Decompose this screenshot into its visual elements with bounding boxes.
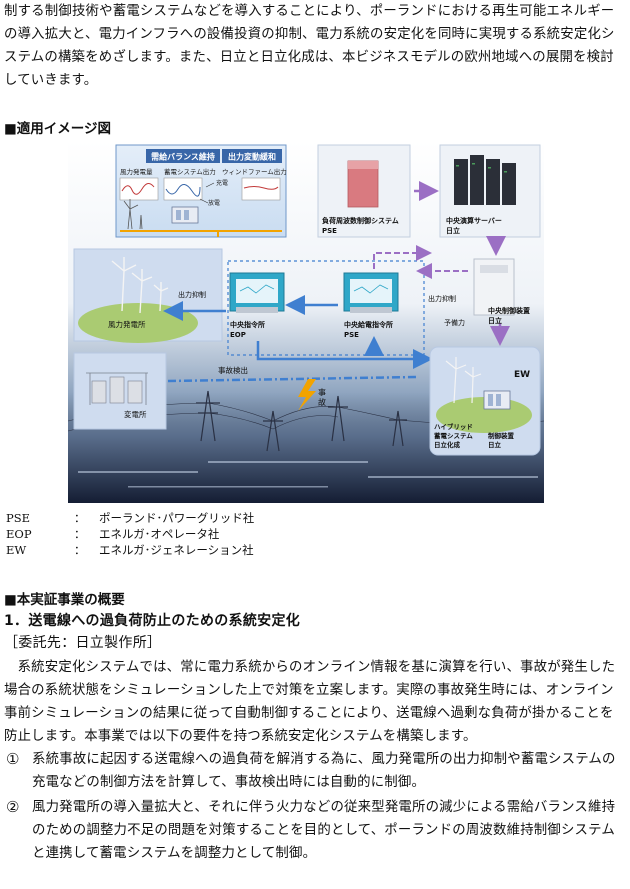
central-server-company: 日立 [446, 226, 460, 235]
list-item-number: ① [6, 750, 20, 768]
pse-company: PSE [344, 331, 359, 339]
overview-subheading: 1．送電線への過負荷防止のための系統安定化 [4, 613, 301, 629]
label-wind-output: 風力発電量 [120, 167, 153, 176]
hybrid-label-1: ハイブリッド [434, 422, 473, 431]
wind-plant-label: 風力発電所 [108, 319, 146, 329]
controller-label: 制御装置 [488, 431, 515, 440]
list-item-text: 系統事故に起因する送電線への過負荷を解消する為に、風力発電所の出力抑制や蓄電シス… [32, 752, 616, 790]
fault-label-2: 故 [318, 397, 326, 407]
hybrid-label-3: 日立化成 [434, 440, 461, 449]
fault-detect-label: 事故検出 [218, 365, 248, 375]
abbr-code: EOP [6, 527, 32, 541]
abbr-code: EW [6, 543, 27, 557]
balance-title-right: 出力変動緩和 [228, 152, 276, 162]
fault-label-1: 事 [318, 387, 326, 397]
output-limit-right: 出力抑制 [428, 294, 456, 303]
overview-paragraph: 系統安定化システムでは、常に電力系統からのオンライン情報を基に演算を行い、事故が… [4, 660, 616, 744]
list-item-text: 風力発電所の導入量拡大と、それに伴う火力などの従来型発電所の減少による需給バラン… [32, 800, 616, 861]
controller-company: 日立 [488, 440, 502, 449]
abbr-description: エネルガ･オペレータ社 [99, 527, 220, 541]
load-control-label: 負荷周波数制御システム [322, 216, 399, 225]
abbr-separator: ： [74, 543, 86, 557]
substation-label: 変電所 [124, 409, 147, 419]
list-item-number: ② [6, 798, 20, 816]
ew-label: EW [514, 370, 530, 380]
eop-center-label: 中央指令所 [230, 320, 265, 329]
abbr-separator: ： [74, 511, 86, 525]
balance-title-left: 需給バランス維持 [151, 152, 215, 162]
eop-company: EOP [230, 331, 246, 339]
label-discharge: 放電 [208, 199, 220, 207]
central-control-label: 中央制御装置 [488, 306, 530, 315]
reserve-power-label: 予備力 [444, 318, 465, 327]
abbr-code: PSE [6, 511, 31, 525]
application-diagram: 需給バランス維持 出力変動緩和 風力発電量 蓄電システム出力 ウィンドファーム出… [68, 141, 544, 503]
overview-heading: ■本実証事業の概要 [4, 592, 125, 608]
contractor-line: ［委託先：日立製作所］ [4, 635, 162, 651]
label-windfarm-output: ウィンドファーム出力 [222, 167, 287, 176]
abbr-description: エネルガ･ジェネレーション社 [99, 543, 254, 557]
output-limit-top: 出力抑制 [178, 290, 206, 299]
label-storage-output: 蓄電システム出力 [164, 167, 216, 176]
abbr-separator: ： [74, 527, 86, 541]
list-item: ① 系統事故に起因する送電線への過負荷を解消する為に、風力発電所の出力抑制や蓄電… [6, 748, 626, 794]
central-control-company: 日立 [488, 316, 502, 325]
pse-center-label: 中央給電指令所 [344, 320, 393, 329]
hybrid-label-2: 蓄電システム [434, 431, 473, 440]
label-charge: 充電 [216, 179, 228, 187]
central-server-label: 中央演算サーバー [446, 216, 502, 225]
figure-heading: ■適用イメージ図 [4, 121, 111, 137]
abbr-description: ポーランド･パワーグリッド社 [99, 511, 255, 525]
list-item: ② 風力発電所の導入量拡大と、それに伴う火力などの従来型発電所の減少による需給バ… [6, 796, 626, 865]
load-control-company: PSE [322, 227, 337, 235]
intro-paragraph: 制する制御技術や蓄電システムなどを導入することにより、ポーランドにおける再生可能… [4, 4, 615, 88]
